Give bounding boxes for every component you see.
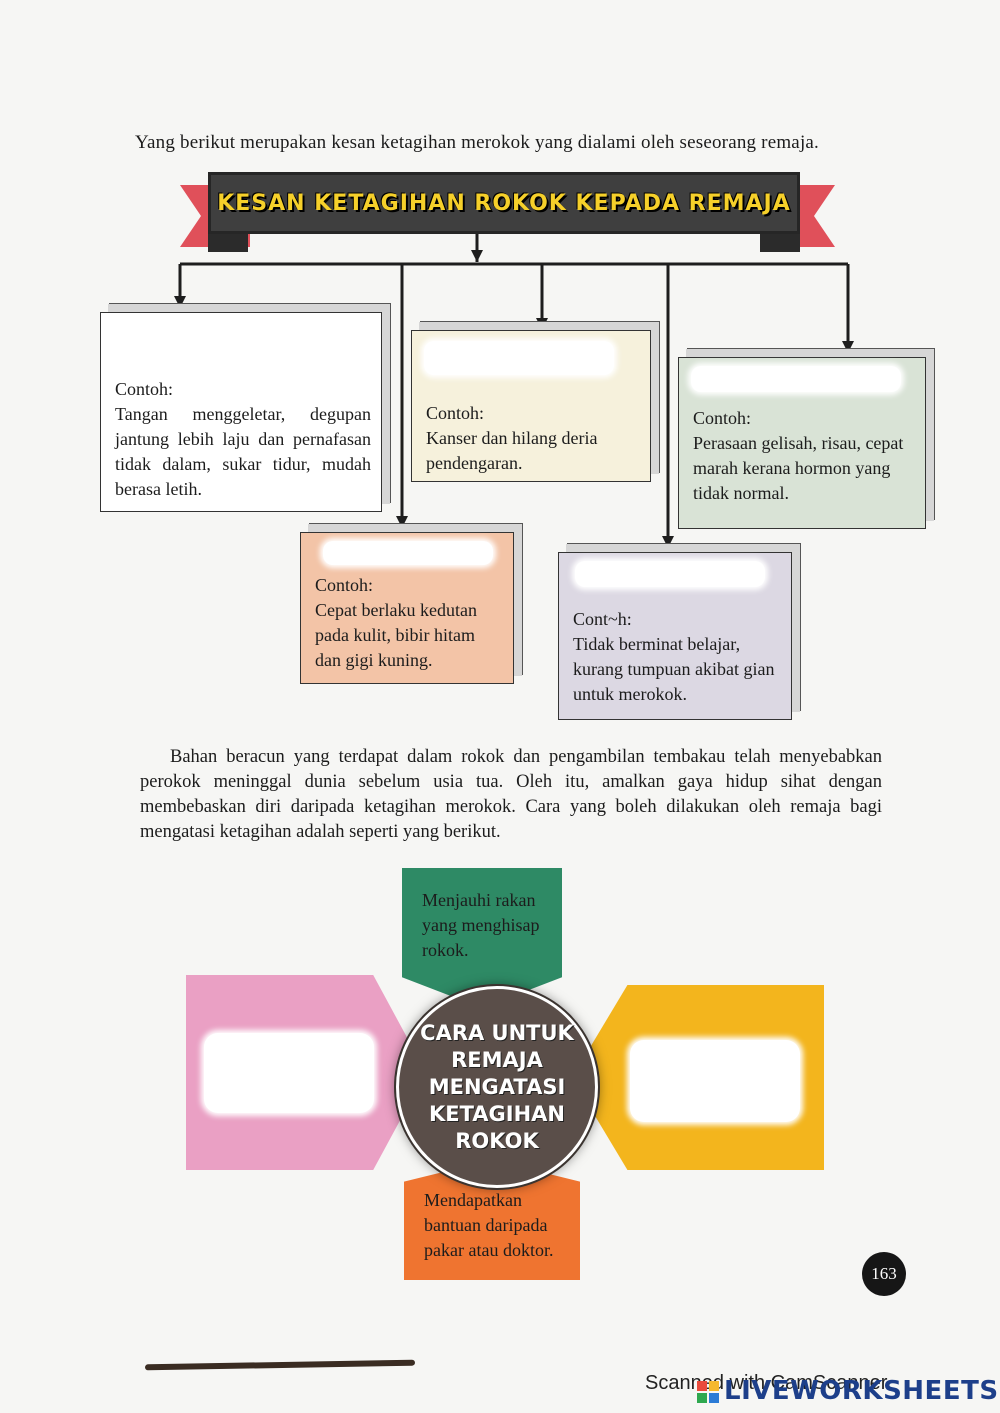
- effect-box-1: Contoh: Tangan menggeletar, degupan jant…: [100, 312, 382, 512]
- way-petal-left: [186, 975, 426, 1170]
- connector-lines: [174, 234, 854, 548]
- effect-label: Contoh:: [693, 408, 752, 428]
- way-petal-right: [572, 985, 824, 1170]
- ribbon-fold-right: [760, 232, 800, 252]
- answer-blank[interactable]: [204, 1033, 374, 1113]
- way-text-top: Menjauhi rakan yang menghisap rokok.: [422, 890, 540, 960]
- effect-label: Contoh:: [315, 575, 374, 595]
- way-petal-top: Menjauhi rakan yang menghisap rokok.: [402, 868, 562, 1008]
- effect-label: Cont~h:: [573, 609, 632, 629]
- effect-box-5: Cont~h: Tidak berminat belajar, kurang t…: [558, 552, 792, 720]
- effect-text: Kanser dan hilang deria pendengaran.: [426, 428, 598, 473]
- intro-text: Yang berikut merupakan kesan ketagihan m…: [135, 132, 820, 153]
- paragraph: Bahan beracun yang terdapat dalam rokok …: [140, 747, 882, 842]
- way-petal-bottom: Mendapatkan bantuan daripada pakar atau …: [404, 1160, 580, 1280]
- effect-text: Perasaan gelisah, risau, cepat marah ker…: [693, 433, 904, 503]
- effect-text: Cepat berlaku kedutan pada kulit, bibir …: [315, 600, 477, 670]
- answer-blank[interactable]: [424, 341, 614, 375]
- footer-divider: [144, 1359, 416, 1371]
- effect-label: Contoh:: [115, 379, 174, 399]
- watermark: LIVEWORKSHEETS: [724, 1376, 999, 1406]
- effect-text: Tangan menggeletar, degupan jantung lebi…: [115, 404, 371, 499]
- hub-title: CARA UNTUK REMAJA MENGATASI KETAGIHAN RO…: [420, 1020, 574, 1153]
- banner: KESAN KETAGIHAN ROKOK KEPADA REMAJA: [208, 172, 800, 234]
- ribbon-fold-left: [208, 232, 248, 252]
- answer-blank[interactable]: [630, 1040, 800, 1122]
- answer-blank[interactable]: [323, 541, 493, 565]
- effect-box-2: Contoh: Kanser dan hilang deria pendenga…: [411, 330, 651, 482]
- effect-text: Tidak berminat belajar, kurang tumpuan a…: [573, 634, 775, 704]
- way-text-bottom: Mendapatkan bantuan daripada pakar atau …: [424, 1190, 554, 1260]
- effect-box-4: Contoh: Cepat berlaku kedutan pada kulit…: [300, 532, 514, 684]
- hub-circle: CARA UNTUK REMAJA MENGATASI KETAGIHAN RO…: [396, 986, 598, 1188]
- answer-blank[interactable]: [575, 561, 765, 587]
- page-number: 163: [862, 1252, 906, 1296]
- answer-blank[interactable]: [691, 366, 901, 392]
- effect-box-3: Contoh: Perasaan gelisah, risau, cepat m…: [678, 357, 926, 529]
- liveworksheets-logo-icon: [697, 1381, 719, 1403]
- banner-title: KESAN KETAGIHAN ROKOK KEPADA REMAJA: [217, 190, 791, 216]
- effect-label: Contoh:: [426, 403, 485, 423]
